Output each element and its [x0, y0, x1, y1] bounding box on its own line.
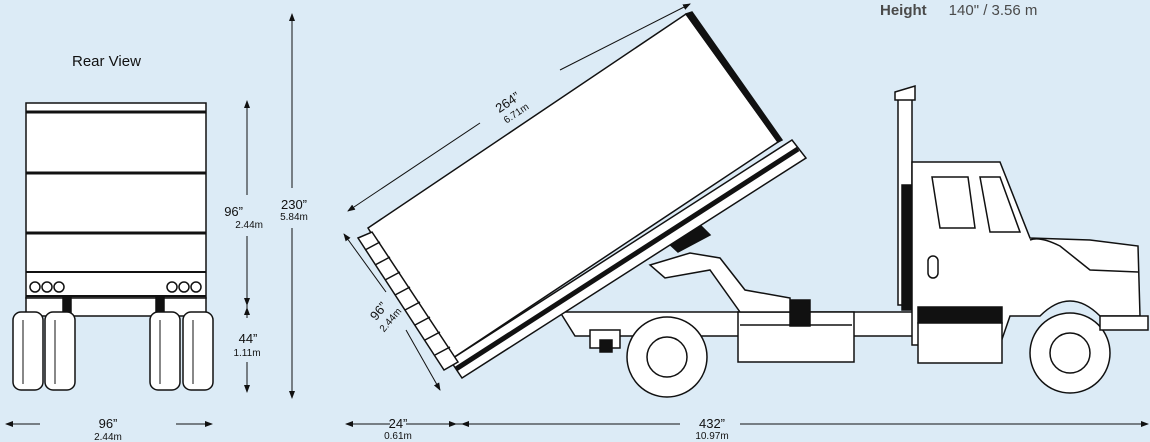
tilted-container — [356, 11, 808, 380]
rear-view-title: Rear View — [72, 53, 141, 70]
cab-step — [917, 306, 1003, 324]
truck-drawing — [558, 84, 1149, 398]
truck-length-metric: 10.97m — [695, 431, 728, 442]
container-body — [366, 12, 780, 362]
cab-window — [931, 176, 976, 229]
floor-height-imperial: 44” — [239, 331, 258, 346]
rear-overhang-metric: 0.61m — [384, 431, 412, 442]
box-height-metric: 2.44m — [235, 220, 263, 231]
overall-height-metric: 5.84m — [280, 212, 308, 223]
rear-width-imperial: 96” — [99, 416, 118, 431]
truck-length-imperial: 432” — [699, 416, 725, 431]
rear-width-metric: 2.44m — [94, 432, 122, 442]
rear-tire — [12, 311, 44, 391]
rear-view-drawing — [12, 102, 214, 391]
rear-dimension-lines — [5, 13, 295, 427]
rear-tire — [44, 311, 76, 391]
rear-overhang-imperial: 24” — [389, 416, 408, 431]
box-height-imperial: 96” — [224, 204, 243, 219]
cab-window-rear — [979, 176, 1022, 233]
floor-height-metric: 1.11m — [233, 348, 260, 359]
height-label: Height — [880, 2, 927, 19]
hoist-arm — [648, 252, 791, 313]
side-dimension-lines — [343, 3, 1149, 427]
height-spec: Height 140" / 3.56 m — [880, 2, 1037, 19]
rear-container-body — [25, 102, 207, 299]
height-value: 140" / 3.56 m — [948, 2, 1038, 19]
rear-tire — [182, 311, 214, 391]
rear-tire — [149, 311, 181, 391]
overall-height-imperial: 230” — [281, 197, 307, 212]
